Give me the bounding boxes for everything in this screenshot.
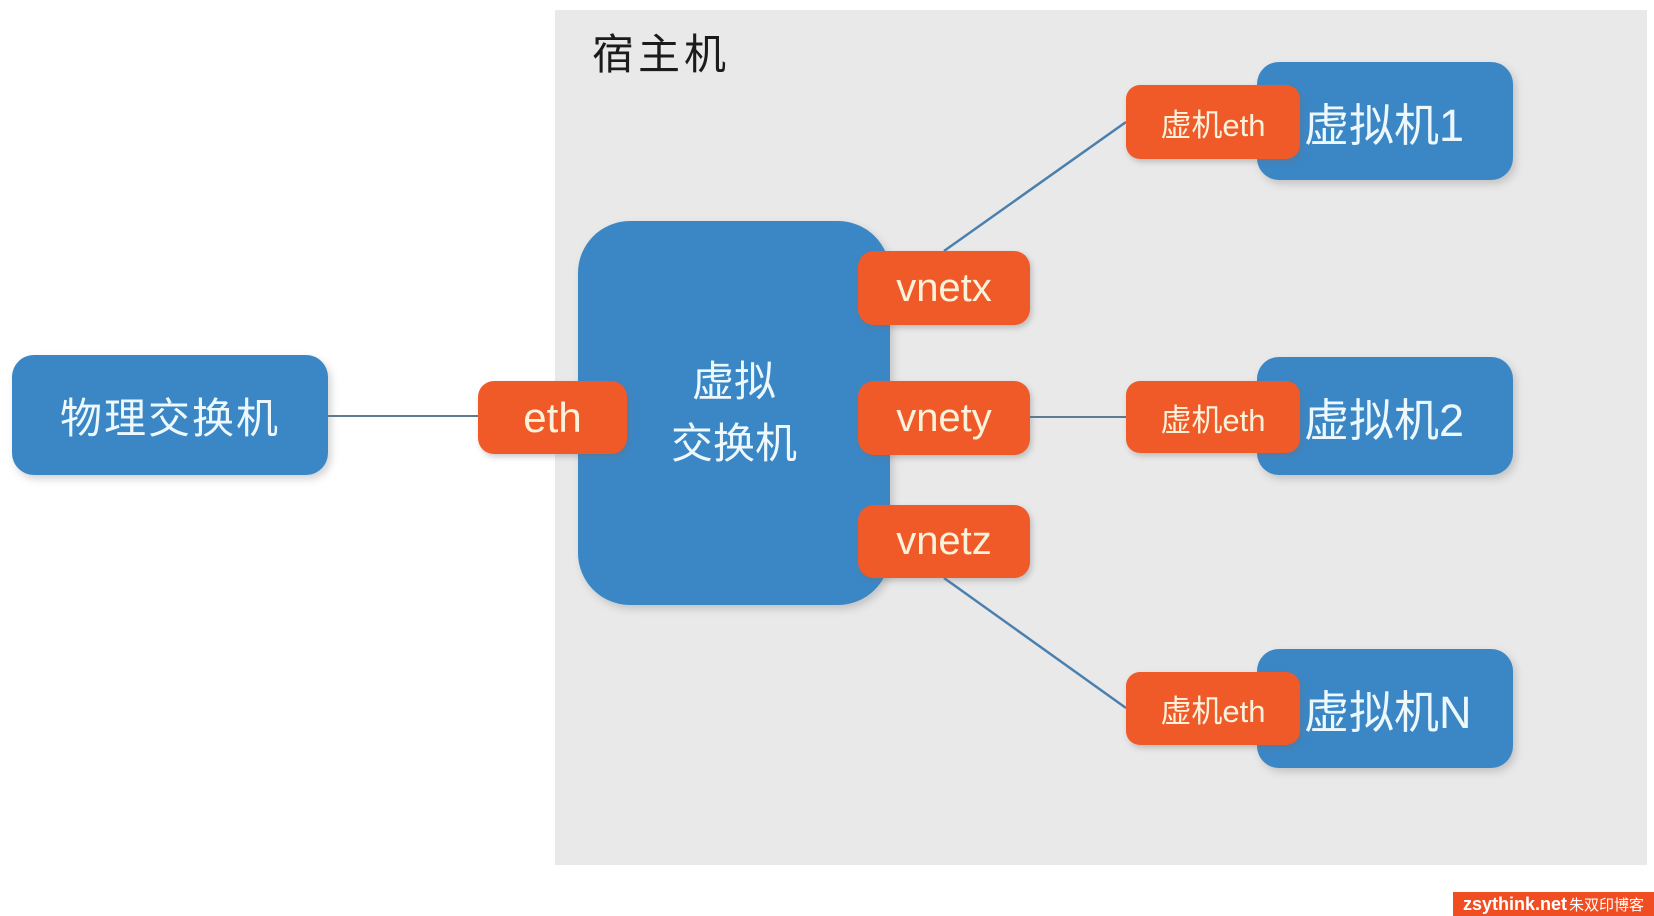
watermark-name: 朱双印博客: [1569, 895, 1645, 914]
host-eth-port-node: eth: [478, 381, 627, 454]
port-node-vnety: vnety: [858, 381, 1030, 455]
connector-vnetz-to-vmn-nic: [943, 576, 1127, 710]
host-machine-title: 宿主机: [592, 31, 731, 78]
port-node-vnetz: vnetz: [858, 505, 1030, 578]
virtual-switch-node: 虚拟 交换机: [578, 221, 890, 605]
vm2-nic-node: 虚机eth: [1126, 381, 1300, 453]
vmn-nic-node: 虚机eth: [1126, 672, 1300, 745]
port-node-vnetx: vnetx: [858, 251, 1030, 325]
connector-vnetx-to-vm1-nic: [943, 120, 1127, 253]
vm-node-1: 虚拟机1: [1257, 62, 1513, 180]
vm1-nic-node: 虚机eth: [1126, 85, 1300, 159]
physical-switch-node: 物理交换机: [12, 355, 328, 475]
watermark: zsythink.net 朱双印博客: [1453, 892, 1654, 916]
watermark-site: zsythink.net: [1462, 893, 1567, 914]
